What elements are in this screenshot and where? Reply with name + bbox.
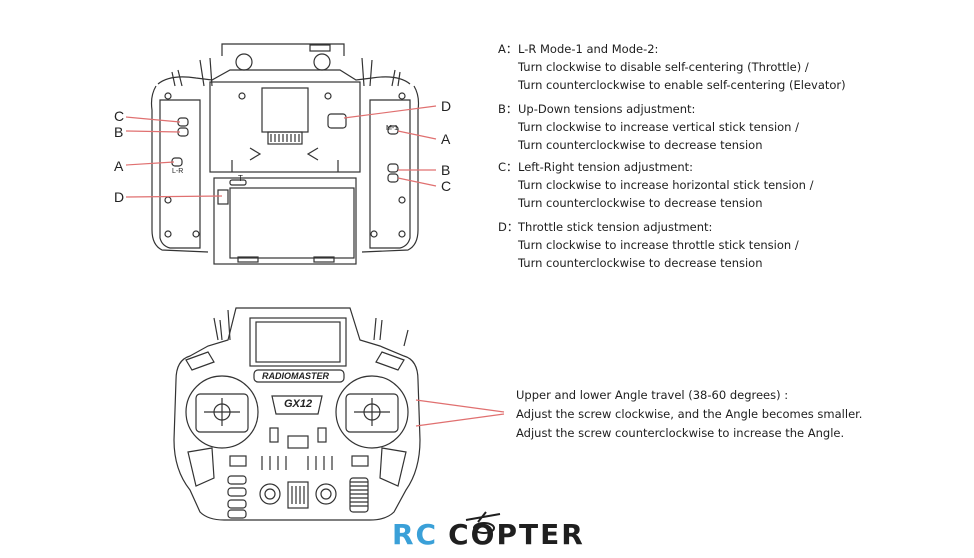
note-a: A：L-R Mode-1 and Mode-2: Turn clockwise … — [498, 40, 846, 94]
callout-right-b: B — [441, 162, 451, 178]
note-b: B：Up-Down tensions adjustment: Turn cloc… — [498, 100, 799, 154]
callout-left-c: C — [114, 108, 125, 124]
callout-left-a: A — [114, 158, 124, 174]
transmitter-front-view — [173, 307, 505, 521]
note-d: D：Throttle stick tension adjustment: Tur… — [498, 218, 799, 272]
note-line: Turn counterclockwise to decrease tensio… — [518, 138, 763, 152]
note-line: Turn clockwise to increase throttle stic… — [518, 238, 799, 252]
back-label-mode: M-1 — [386, 125, 399, 132]
brand-label: RADIOMASTER — [262, 371, 329, 381]
callout-left-d: D — [114, 189, 125, 205]
callout-right-c: C — [441, 178, 452, 194]
back-label-lr: L-R — [172, 168, 184, 175]
note-c: C：Left-Right tension adjustment: Turn cl… — [498, 158, 814, 212]
note-title: Up-Down tensions adjustment: — [518, 102, 696, 116]
note-key: B： — [498, 102, 518, 116]
model-label: GX12 — [284, 398, 313, 410]
logo-copter: COPTER — [448, 518, 585, 551]
note-line: Turn counterclockwise to enable self-cen… — [518, 78, 846, 92]
note-line: Turn clockwise to increase horizontal st… — [518, 178, 814, 192]
note-key: A： — [498, 42, 518, 56]
note-title: L-R Mode-1 and Mode-2: — [518, 42, 659, 56]
back-label-t: T — [238, 174, 243, 183]
logo-rc: RC — [392, 518, 439, 551]
note-line: Turn clockwise to disable self-centering… — [518, 60, 809, 74]
angle-note-line: Upper and lower Angle travel (38-60 degr… — [516, 388, 789, 402]
note-title: Throttle stick tension adjustment: — [518, 220, 713, 234]
angle-note: Upper and lower Angle travel (38-60 degr… — [516, 386, 862, 443]
transmitter-back-view — [125, 43, 437, 265]
note-line: Turn clockwise to increase vertical stic… — [518, 120, 800, 134]
note-key: C： — [498, 160, 518, 174]
note-line: Turn counterclockwise to decrease tensio… — [518, 196, 763, 210]
callout-right-d: D — [441, 98, 452, 114]
note-key: D： — [498, 220, 519, 234]
angle-note-line: Adjust the screw clockwise, and the Angl… — [516, 407, 863, 421]
note-title: Left-Right tension adjustment: — [518, 160, 694, 174]
angle-note-line: Adjust the screw counterclockwise to inc… — [516, 426, 845, 440]
rc-copter-logo: RC COPTER — [392, 518, 585, 551]
callout-left-b: B — [114, 124, 124, 140]
callout-right-a: A — [441, 131, 451, 147]
helicopter-icon — [465, 511, 501, 534]
note-line: Turn counterclockwise to decrease tensio… — [518, 256, 763, 270]
